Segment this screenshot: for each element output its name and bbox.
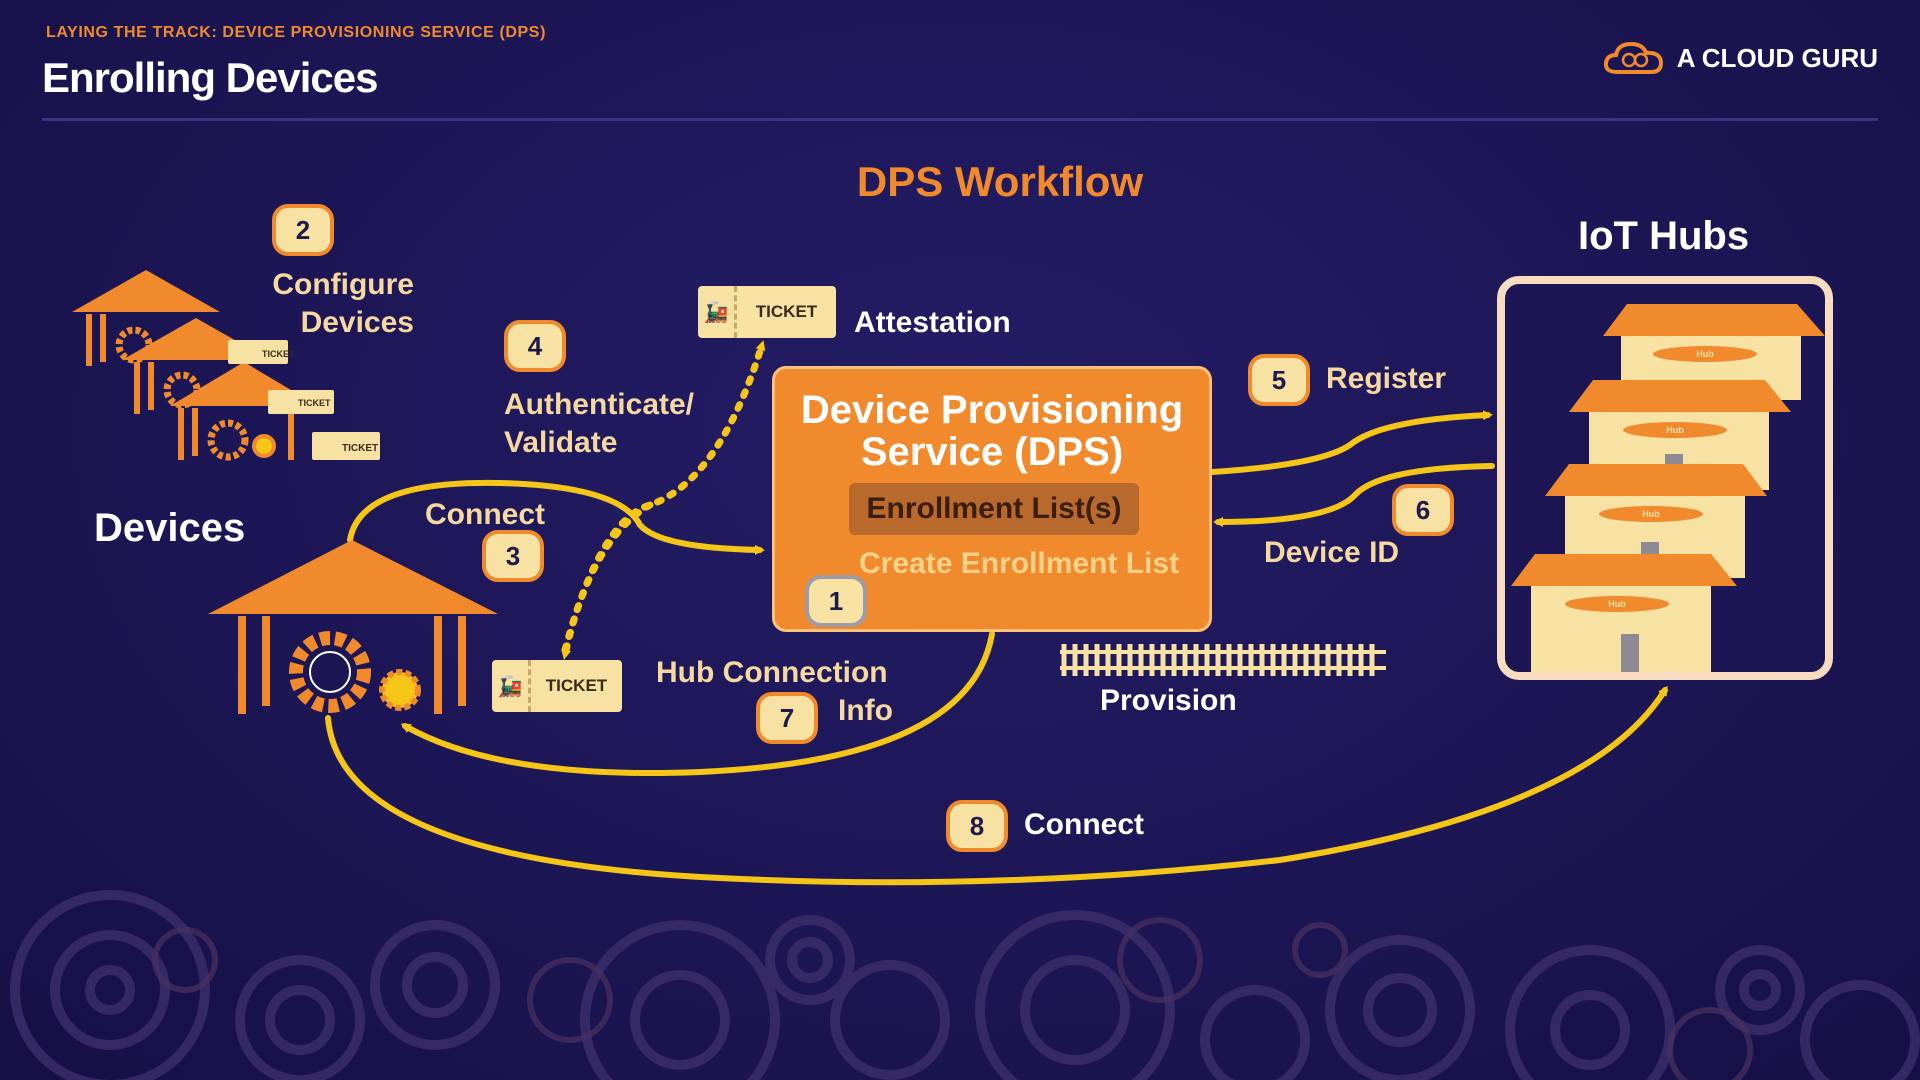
arrow-hub-connection-info <box>400 631 995 777</box>
arrow-ticket-return <box>561 501 654 660</box>
step-4-badge: 4 <box>504 320 566 372</box>
step-8-label: Connect <box>1024 808 1144 841</box>
hub-sign-2: Hub <box>1666 425 1684 435</box>
step-8-badge: 8 <box>946 800 1008 852</box>
dps-title-line2: Service (DPS) <box>860 430 1124 474</box>
step-7-badge: 7 <box>756 692 818 744</box>
step-4-label-line1: Authenticate/ <box>504 388 695 421</box>
brand-name: A CLOUD GURU <box>1676 42 1878 73</box>
step-5-label: Register <box>1326 362 1447 395</box>
step-1-badge: 1 <box>805 575 867 627</box>
dps-title: Device Provisioning Service (DPS) <box>775 389 1209 473</box>
mini-ticket-2: TICKET <box>298 398 331 408</box>
hub-buildings-icon: Hub Hub Hub Hub <box>1511 304 1825 672</box>
step-7-label-line1: Hub Connection <box>656 656 888 689</box>
page-title: Enrolling Devices <box>42 54 378 101</box>
step-5-badge: 5 <box>1248 354 1310 406</box>
hub-sign-4: Hub <box>1608 599 1626 609</box>
mini-ticket-1: TICKET <box>262 349 295 359</box>
connection-ticket: 🚂 TICKET <box>492 660 622 712</box>
step-6-badge: 6 <box>1392 484 1454 536</box>
attestation-label: Attestation <box>854 306 1011 339</box>
brand-logo: A CLOUD GURU <box>1603 38 1878 78</box>
provision-label: Provision <box>1100 684 1237 717</box>
devices-label: Devices <box>94 506 246 550</box>
step-6-label: Device ID <box>1264 536 1400 569</box>
ticket-text: TICKET <box>545 676 608 695</box>
dps-box: Device Provisioning Service (DPS) Enroll… <box>772 366 1212 632</box>
mini-ticket-3: TICKET <box>342 443 378 454</box>
diagram-heading: DPS Workflow <box>856 158 1144 205</box>
arrow-connect <box>347 479 765 555</box>
arrow-connect-to-hubs <box>325 685 1668 886</box>
section-kicker: LAYING THE TRACK: DEVICE PROVISIONING SE… <box>46 24 546 41</box>
ticket-text: TICKET <box>755 302 818 321</box>
step-2-badge: 2 <box>272 204 334 256</box>
dps-title-line1: Device Provisioning <box>800 388 1184 432</box>
step-7-label-line2: Info <box>838 694 893 727</box>
attestation-ticket: 🚂 TICKET <box>698 286 836 338</box>
header-divider <box>42 118 1878 121</box>
train-icon: 🚂 <box>698 286 737 338</box>
step-3-badge: 3 <box>482 530 544 582</box>
step-4-label-line2: Validate <box>504 426 618 459</box>
iot-hubs-frame: Hub Hub Hub Hub <box>1497 276 1833 680</box>
arrow-register <box>1209 410 1493 475</box>
step-3-label: Connect <box>425 498 545 531</box>
train-icon: 🚂 <box>492 660 531 712</box>
arrow-device-id <box>1213 463 1495 527</box>
create-enrollment-list-label: Create Enrollment List <box>859 547 1180 580</box>
iot-hubs-label: IoT Hubs <box>1578 214 1750 258</box>
enrollment-list: Enrollment List(s) <box>849 483 1139 535</box>
step-2-label-line2: Devices <box>300 306 414 339</box>
hub-sign-1: Hub <box>1696 349 1714 359</box>
cloud-icon <box>1603 41 1663 74</box>
hub-sign-3: Hub <box>1642 509 1660 519</box>
step-2-label-line1: Configure <box>272 268 414 301</box>
